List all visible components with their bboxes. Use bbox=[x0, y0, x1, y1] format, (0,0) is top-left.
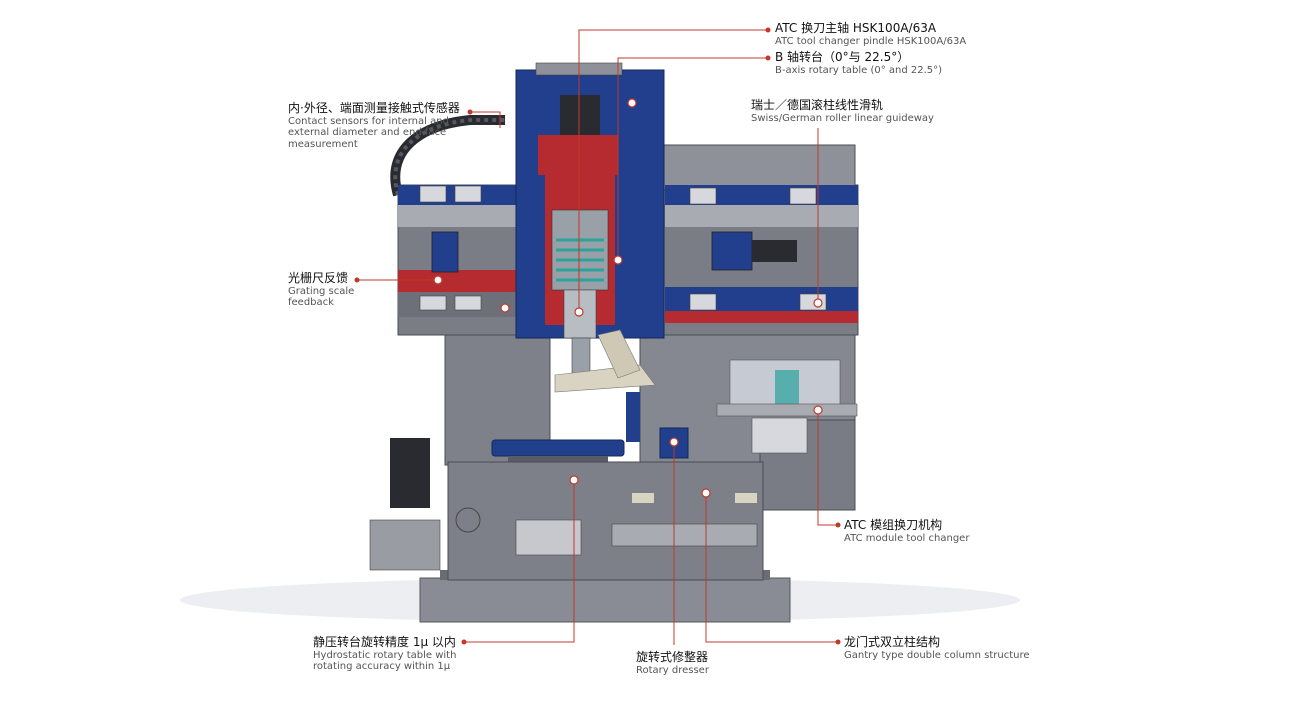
callout-gantry-zh: 龙门式双立柱结构 bbox=[844, 635, 941, 649]
machine-base bbox=[419, 577, 791, 623]
callout-gantry-en: Gantry type double column structure bbox=[844, 649, 1030, 661]
probe-unit bbox=[390, 438, 430, 508]
callout-gantry: 龙门式双立柱结构 Gantry type double column struc… bbox=[844, 635, 1030, 661]
servo-motor bbox=[711, 231, 753, 271]
callout-b-axis: B 轴转台（0°与 22.5°） B-axis rotary table (0°… bbox=[775, 50, 943, 76]
callout-grating-zh: 光栅尺反馈 bbox=[288, 271, 349, 285]
callout-b-axis-en: B-axis rotary table (0° and 22.5°) bbox=[775, 64, 943, 76]
callout-dresser-zh: 旋转式修整器 bbox=[636, 650, 709, 664]
callout-hydrostatic-en: Hydrostatic rotary table with rotating a… bbox=[313, 649, 457, 673]
callout-atc-spindle-en: ATC tool changer pindle HSK100A/63A bbox=[775, 35, 967, 47]
callout-dots bbox=[354, 27, 841, 645]
callout-contact-sensor-zh: 内·外径、端面测量接触式传感器 bbox=[288, 101, 460, 115]
spindle-coils bbox=[556, 238, 604, 282]
callout-grating-en: Grating scale feedback bbox=[288, 285, 355, 309]
guideway-blocks bbox=[419, 185, 827, 311]
left-servo bbox=[431, 231, 459, 273]
callout-atc-module: ATC 模组换刀机构 ATC module tool changer bbox=[844, 518, 970, 544]
lower-rail-left bbox=[398, 270, 518, 292]
callout-atc-spindle-zh: ATC 换刀主轴 HSK100A/63A bbox=[775, 21, 937, 35]
atc-magazine bbox=[716, 359, 858, 454]
callout-hydrostatic-zh: 静压转台旋转精度 1μ 以内 bbox=[313, 635, 456, 649]
callout-guideway: 瑞士／德国滚柱线性滑轨 Swiss/German roller linear g… bbox=[751, 98, 934, 124]
callout-atc-module-en: ATC module tool changer bbox=[844, 532, 970, 544]
callout-dresser: 旋转式修整器 Rotary dresser bbox=[636, 650, 709, 676]
callout-guideway-zh: 瑞士／德国滚柱线性滑轨 bbox=[751, 98, 884, 112]
callout-grating: 光栅尺反馈 Grating scale feedback bbox=[288, 271, 358, 309]
callout-atc-module-zh: ATC 模组换刀机构 bbox=[844, 518, 943, 532]
callout-dresser-en: Rotary dresser bbox=[636, 664, 709, 676]
callout-contact-sensor-en: Contact sensors for internal and externa… bbox=[288, 115, 449, 150]
hydrostatic-table bbox=[491, 439, 625, 457]
spindle-head-red bbox=[538, 135, 618, 175]
callout-hydrostatic: 静压转台旋转精度 1μ 以内 Hydrostatic rotary table … bbox=[313, 635, 488, 673]
callout-b-axis-zh: B 轴转台（0°与 22.5°） bbox=[775, 50, 910, 64]
gantry-top-beam bbox=[654, 144, 856, 191]
callout-guideway-en: Swiss/German roller linear guideway bbox=[751, 112, 934, 124]
callout-contact-sensor: 内·外径、端面测量接触式传感器 Contact sensors for inte… bbox=[288, 101, 473, 150]
callout-atc-spindle: ATC 换刀主轴 HSK100A/63A ATC tool changer pi… bbox=[775, 21, 967, 47]
lower-body bbox=[447, 461, 764, 581]
leader-lines bbox=[357, 29, 838, 645]
